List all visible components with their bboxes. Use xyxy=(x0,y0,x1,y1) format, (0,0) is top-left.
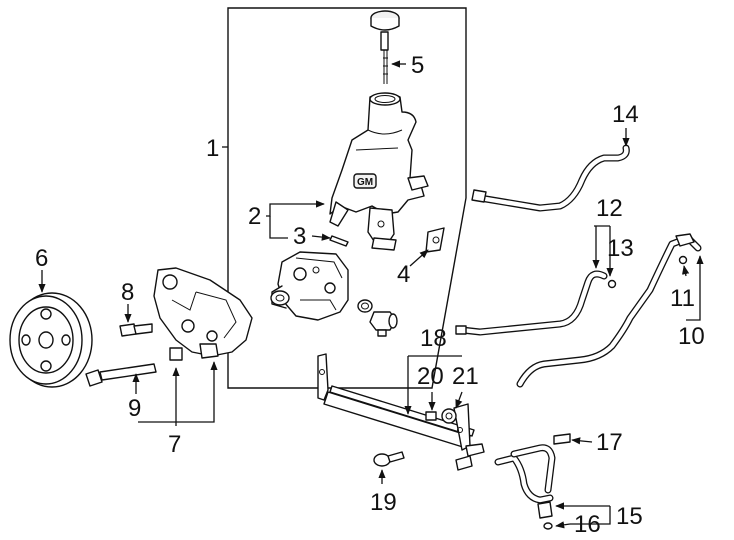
leader-4 xyxy=(409,249,429,267)
hose-return-upper xyxy=(471,144,630,212)
callout-11: 11 xyxy=(670,285,695,312)
reservoir-logo: GM xyxy=(357,177,373,188)
callout-10: 10 xyxy=(678,323,705,350)
pump-fitting xyxy=(369,311,398,337)
callout-3: 3 xyxy=(293,223,306,250)
callout-18: 18 xyxy=(420,325,447,352)
callout-15: 15 xyxy=(616,503,643,530)
callout-2: 2 xyxy=(248,203,261,230)
bolt-short xyxy=(119,323,153,337)
reservoir-bracket xyxy=(425,227,445,253)
leader-21 xyxy=(455,391,463,409)
cooler-grommet xyxy=(425,411,437,421)
leader-3 xyxy=(311,233,331,241)
callout-17: 17 xyxy=(596,429,623,456)
leader-2 xyxy=(266,200,325,217)
callout-19: 19 xyxy=(370,489,397,516)
leader-18 xyxy=(408,355,462,414)
cooler-nut xyxy=(441,408,457,424)
callout-9: 9 xyxy=(128,395,141,422)
callout-5: 5 xyxy=(411,52,424,79)
callout-4: 4 xyxy=(397,261,410,288)
reservoir: GM xyxy=(329,92,429,251)
callout-20: 20 xyxy=(417,363,444,390)
o-ring xyxy=(357,299,373,313)
callout-8: 8 xyxy=(121,279,134,306)
reservoir-cap xyxy=(370,10,400,84)
callout-6: 6 xyxy=(35,245,48,272)
callout-21: 21 xyxy=(452,363,479,390)
pump-pulley xyxy=(9,292,93,388)
callout-16: 16 xyxy=(574,511,601,538)
cooler-bolt xyxy=(373,451,405,467)
callout-13: 13 xyxy=(607,235,634,262)
callout-1: 1 xyxy=(206,135,219,162)
callout-7: 7 xyxy=(168,431,181,458)
callout-12: 12 xyxy=(596,195,623,222)
callout-14: 14 xyxy=(612,101,639,128)
leader-10-11 xyxy=(686,255,704,321)
reservoir-seal xyxy=(329,235,349,247)
hose-return-lower xyxy=(516,233,702,388)
bolt-long xyxy=(85,363,157,387)
power-steering-pump xyxy=(270,251,349,321)
leader-12 xyxy=(594,225,610,268)
leader-16 xyxy=(555,521,571,529)
leader-17 xyxy=(571,437,593,445)
hose-cooler-outlet xyxy=(494,433,571,530)
hose-pressure xyxy=(455,270,617,336)
pump-mounting-bracket xyxy=(153,267,253,361)
